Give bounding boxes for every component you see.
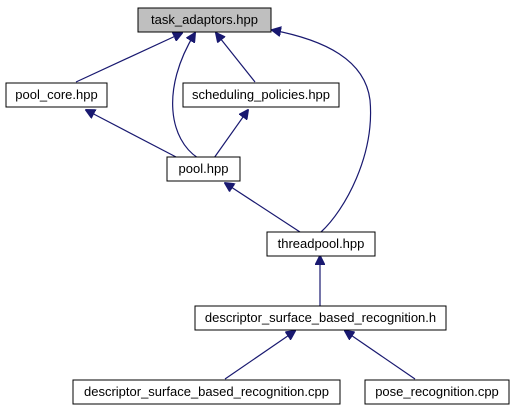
edge-threadpool-to-pool (225, 183, 301, 233)
edges-layer (75, 30, 416, 380)
edge-pose-recognition-to-descriptor-h (345, 331, 416, 380)
node-pool-core[interactable]: pool_core.hpp (5, 82, 108, 108)
edge-threadpool-to-task-adaptors (272, 30, 372, 233)
node-label-descriptor-cpp: descriptor_surface_based_recognition.cpp (84, 384, 329, 399)
edge-pool-core-to-task-adaptors (75, 33, 182, 83)
node-label-task-adaptors: task_adaptors.hpp (151, 12, 258, 27)
edge-descriptor-cpp-to-descriptor-h (224, 331, 295, 380)
edge-pool-to-pool-core (86, 110, 179, 159)
node-pose-recognition[interactable]: pose_recognition.cpp (364, 379, 510, 405)
node-label-pool-core: pool_core.hpp (15, 87, 97, 102)
node-scheduling-policies[interactable]: scheduling_policies.hpp (182, 82, 340, 108)
node-descriptor-surface-based-recognition-h[interactable]: descriptor_surface_based_recognition.h (194, 305, 447, 331)
edge-pool-to-task-adaptors (172, 33, 199, 159)
node-label-pose-recognition: pose_recognition.cpp (375, 384, 499, 399)
edge-pool-to-scheduling-policies (213, 110, 248, 159)
node-label-scheduling-policies: scheduling_policies.hpp (192, 87, 330, 102)
node-label-descriptor-h: descriptor_surface_based_recognition.h (205, 310, 436, 325)
node-label-pool: pool.hpp (179, 161, 229, 176)
node-label-threadpool: threadpool.hpp (278, 236, 365, 251)
node-descriptor-surface-based-recognition-cpp[interactable]: descriptor_surface_based_recognition.cpp (72, 379, 341, 405)
node-task-adaptors[interactable]: task_adaptors.hpp (137, 7, 272, 33)
node-threadpool[interactable]: threadpool.hpp (266, 231, 376, 257)
node-pool[interactable]: pool.hpp (166, 156, 241, 182)
edge-scheduling-policies-to-task-adaptors (216, 33, 256, 83)
